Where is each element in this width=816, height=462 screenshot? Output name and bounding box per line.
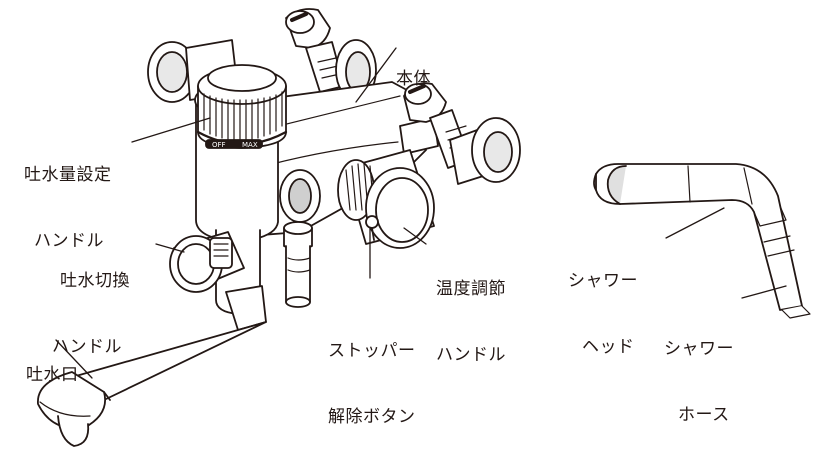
label-shower-head: シャワー ヘッド [568, 226, 638, 402]
right-upper-elbow [403, 82, 521, 185]
label-flow-switch-line-2: ハンドル [52, 337, 122, 357]
left-inlet-union [147, 39, 239, 103]
label-body: 本体 [396, 24, 431, 134]
leader-body [355, 47, 397, 103]
label-shower-head-line-2: ヘッド [582, 337, 635, 357]
leader-temperature [403, 227, 427, 245]
leader-shower-head [665, 207, 725, 239]
label-flow-setting-handle: 吐水量設定 ハンドル [24, 120, 112, 296]
label-body-line-1: 本体 [396, 69, 431, 89]
upper-back-elbow [285, 8, 377, 101]
label-flow-setting-line-1: 吐水量設定 [24, 165, 112, 185]
label-flow-switch-handle: 吐水切換 ハンドル [52, 226, 130, 402]
spout [37, 285, 267, 447]
label-stopper-release-button: ストッパー 解除ボタン [328, 296, 416, 462]
label-stopper-line-1: ストッパー [328, 341, 416, 361]
shower-assembly [593, 163, 811, 319]
label-flow-switch-line-1: 吐水切換 [60, 271, 130, 291]
leader-flow-setting [131, 117, 211, 143]
label-shower-hose-line-1: シャワー [664, 339, 734, 359]
lower-outlet-pipes [283, 221, 313, 308]
label-stopper-line-2: 解除ボタン [328, 407, 416, 427]
label-shower-hose-line-2: ホース [678, 405, 730, 425]
leader-flow-switch [155, 243, 185, 253]
flow-setting-handle [196, 64, 288, 149]
label-shower-hose: シャワー ホース [664, 294, 734, 462]
leader-lines [55, 47, 787, 379]
label-temperature-handle: 温度調節 ハンドル [436, 234, 506, 410]
label-spout-line-1: 吐水口 [26, 365, 79, 385]
temperature-handle [337, 149, 435, 249]
label-temperature-line-2: ハンドル [436, 345, 506, 365]
leader-shower-hose [741, 285, 787, 299]
leader-spout [55, 339, 93, 379]
label-shower-head-line-1: シャワー [568, 271, 638, 291]
label-temperature-line-1: 温度調節 [436, 279, 506, 299]
label-flow-setting-line-2: ハンドル [34, 231, 104, 251]
label-spout: 吐水口 [26, 320, 79, 430]
